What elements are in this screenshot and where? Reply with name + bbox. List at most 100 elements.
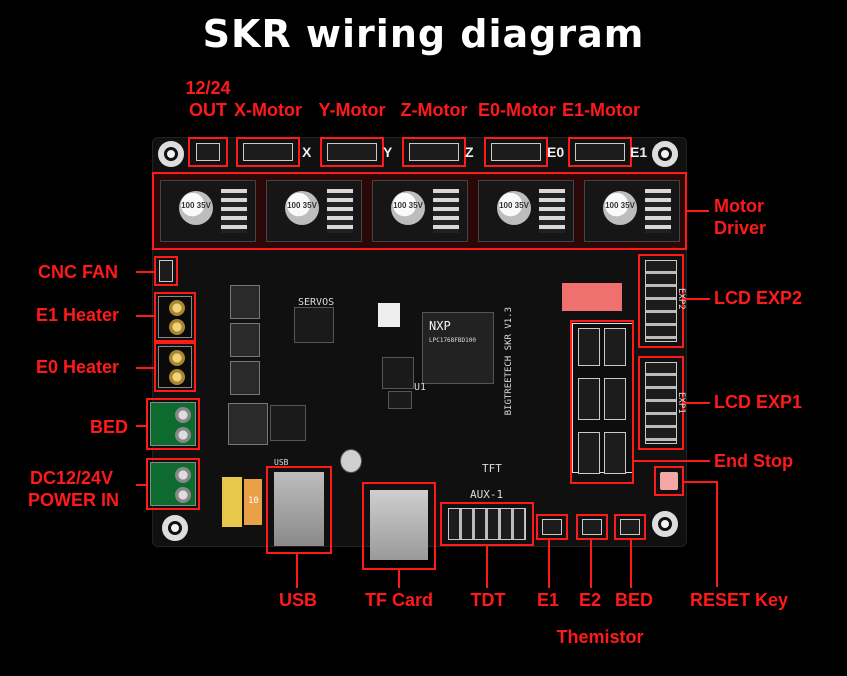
exp2-silk: EXP2 [676,288,686,310]
leader-lcd-exp1 [684,402,710,404]
e0-motor-connector [491,143,541,161]
chip-u3 [388,391,412,409]
driver-e1-capacitor: 100 35V [603,191,637,225]
x-motor-connector [243,143,293,161]
lcd-exp1-connector [645,362,677,444]
leader-e0-heater [136,367,154,369]
label-tdt: TDT [470,590,506,610]
therm-e1-box [536,514,568,540]
e1-heater-terminal [158,296,192,338]
motor-driver-strip: 100 35V 100 35V 100 35V 100 35V 100 35V [152,172,687,250]
endstop-connector-4 [604,378,626,420]
leader-tdt [486,546,488,588]
mount-hole-bottom-right [652,511,678,537]
label-cnc-fan: CNC FAN [38,262,118,282]
driver-y-capacitor: 100 35V [285,191,319,225]
label-therm-bed: BED [614,590,653,610]
e0-heater-screw-2 [169,369,185,385]
fuse-yellow [222,477,242,527]
label-dc-power-line2: POWER IN [28,490,120,510]
bed-screw-1 [175,407,191,423]
mcu-chip: NXP LPC1768FBD100 [422,312,494,384]
y-motor-connector [327,143,377,161]
leader-usb [296,554,298,588]
power-screw-2 [175,487,191,503]
leader-lcd-exp2 [684,298,710,300]
driver-y-header [327,189,353,233]
label-out-1224-line2: OUT [189,100,227,120]
cap-z-value: 100 35V [393,201,423,210]
label-dc-power-line1: DC12/24V [30,468,114,488]
label-tf-card: TF Card [364,590,433,610]
cap-y-value: 100 35V [287,201,317,210]
y-motor-connector-box [320,137,384,167]
driver-e1: 100 35V [584,180,680,242]
mount-hole-top-right [652,141,678,167]
fuse-f3 [378,303,400,327]
tdt-box [440,502,534,546]
usb-silk: USB [274,458,289,467]
e1-heater-terminal-box [154,292,196,342]
driver-z-capacitor: 100 35V [391,191,425,225]
cap-x-value: 100 35V [181,201,211,210]
tft-silk: TFT [482,462,502,475]
exp1-silk: EXP1 [676,392,686,414]
label-reset-key: RESET Key [690,590,789,610]
mosfet-bed-large [228,403,268,445]
e0-heater-screw-1 [169,350,185,366]
label-e0-heater: E0 Heater [36,357,120,377]
out-1224-connector-box [188,137,228,167]
driver-z-header [433,189,459,233]
cap-e1-value: 100 35V [605,201,635,210]
usb-box [266,466,332,554]
e0-heater-terminal [158,346,192,388]
label-bed-power: BED [90,417,129,437]
leader-end-stop [634,460,710,462]
e1-motor-connector-box [568,137,632,167]
lcd-exp1-box [638,356,684,450]
leader-e1-heater [136,315,154,317]
cnc-fan-connector [159,260,173,282]
therm-e2-box [576,514,608,540]
chip-u2 [270,405,306,441]
leader-motor-driver [687,210,709,212]
e1-heater-screw-2 [169,319,185,335]
label-e1-heater: E1 Heater [36,305,120,325]
axis-x-silk: X [302,144,312,160]
endstop-connector-2 [604,328,626,366]
axis-y-silk: Y [383,144,393,160]
driver-x-header [221,189,247,233]
mosfet-he0 [230,323,260,357]
usb-port [274,472,324,546]
board-name-text: BIGTREETECH SKR V1.3 [504,307,514,416]
page-title: SKR wiring diagram [202,12,645,56]
lcd-exp2-box [638,254,684,348]
label-lcd-exp2: LCD EXP2 [714,288,803,308]
leader-reset-v [716,481,718,587]
axis-e1-silk: E1 [630,144,648,160]
label-e1-motor: E1-Motor [562,100,640,120]
label-out-1224-line1: 12/24 [185,78,231,98]
dip-switches [562,283,622,311]
therm-e2-connector [582,519,602,535]
e1-motor-connector [575,143,625,161]
therm-bed-connector [620,519,640,535]
chip-u4 [382,357,414,389]
label-therm-e1: E1 [536,590,560,610]
leader-reset-h [684,481,716,483]
leader-bed [136,425,146,427]
label-motor-driver-line1: Motor [714,196,764,216]
power-screw-1 [175,467,191,483]
tdt-connector [448,508,526,540]
mcu-brand-text: NXP [429,319,451,333]
label-e0-motor: E0-Motor [478,100,556,120]
fuse-orange: 10 [244,479,262,525]
bed-screw-2 [175,427,191,443]
driver-e0: 100 35V [478,180,574,242]
axis-z-silk: Z [465,144,474,160]
leader-therm-bed [630,540,632,588]
label-y-motor: Y-Motor [318,100,386,120]
endstop-connector-3 [578,378,600,420]
leader-power-in [136,484,146,486]
out-1224-connector [196,143,220,161]
